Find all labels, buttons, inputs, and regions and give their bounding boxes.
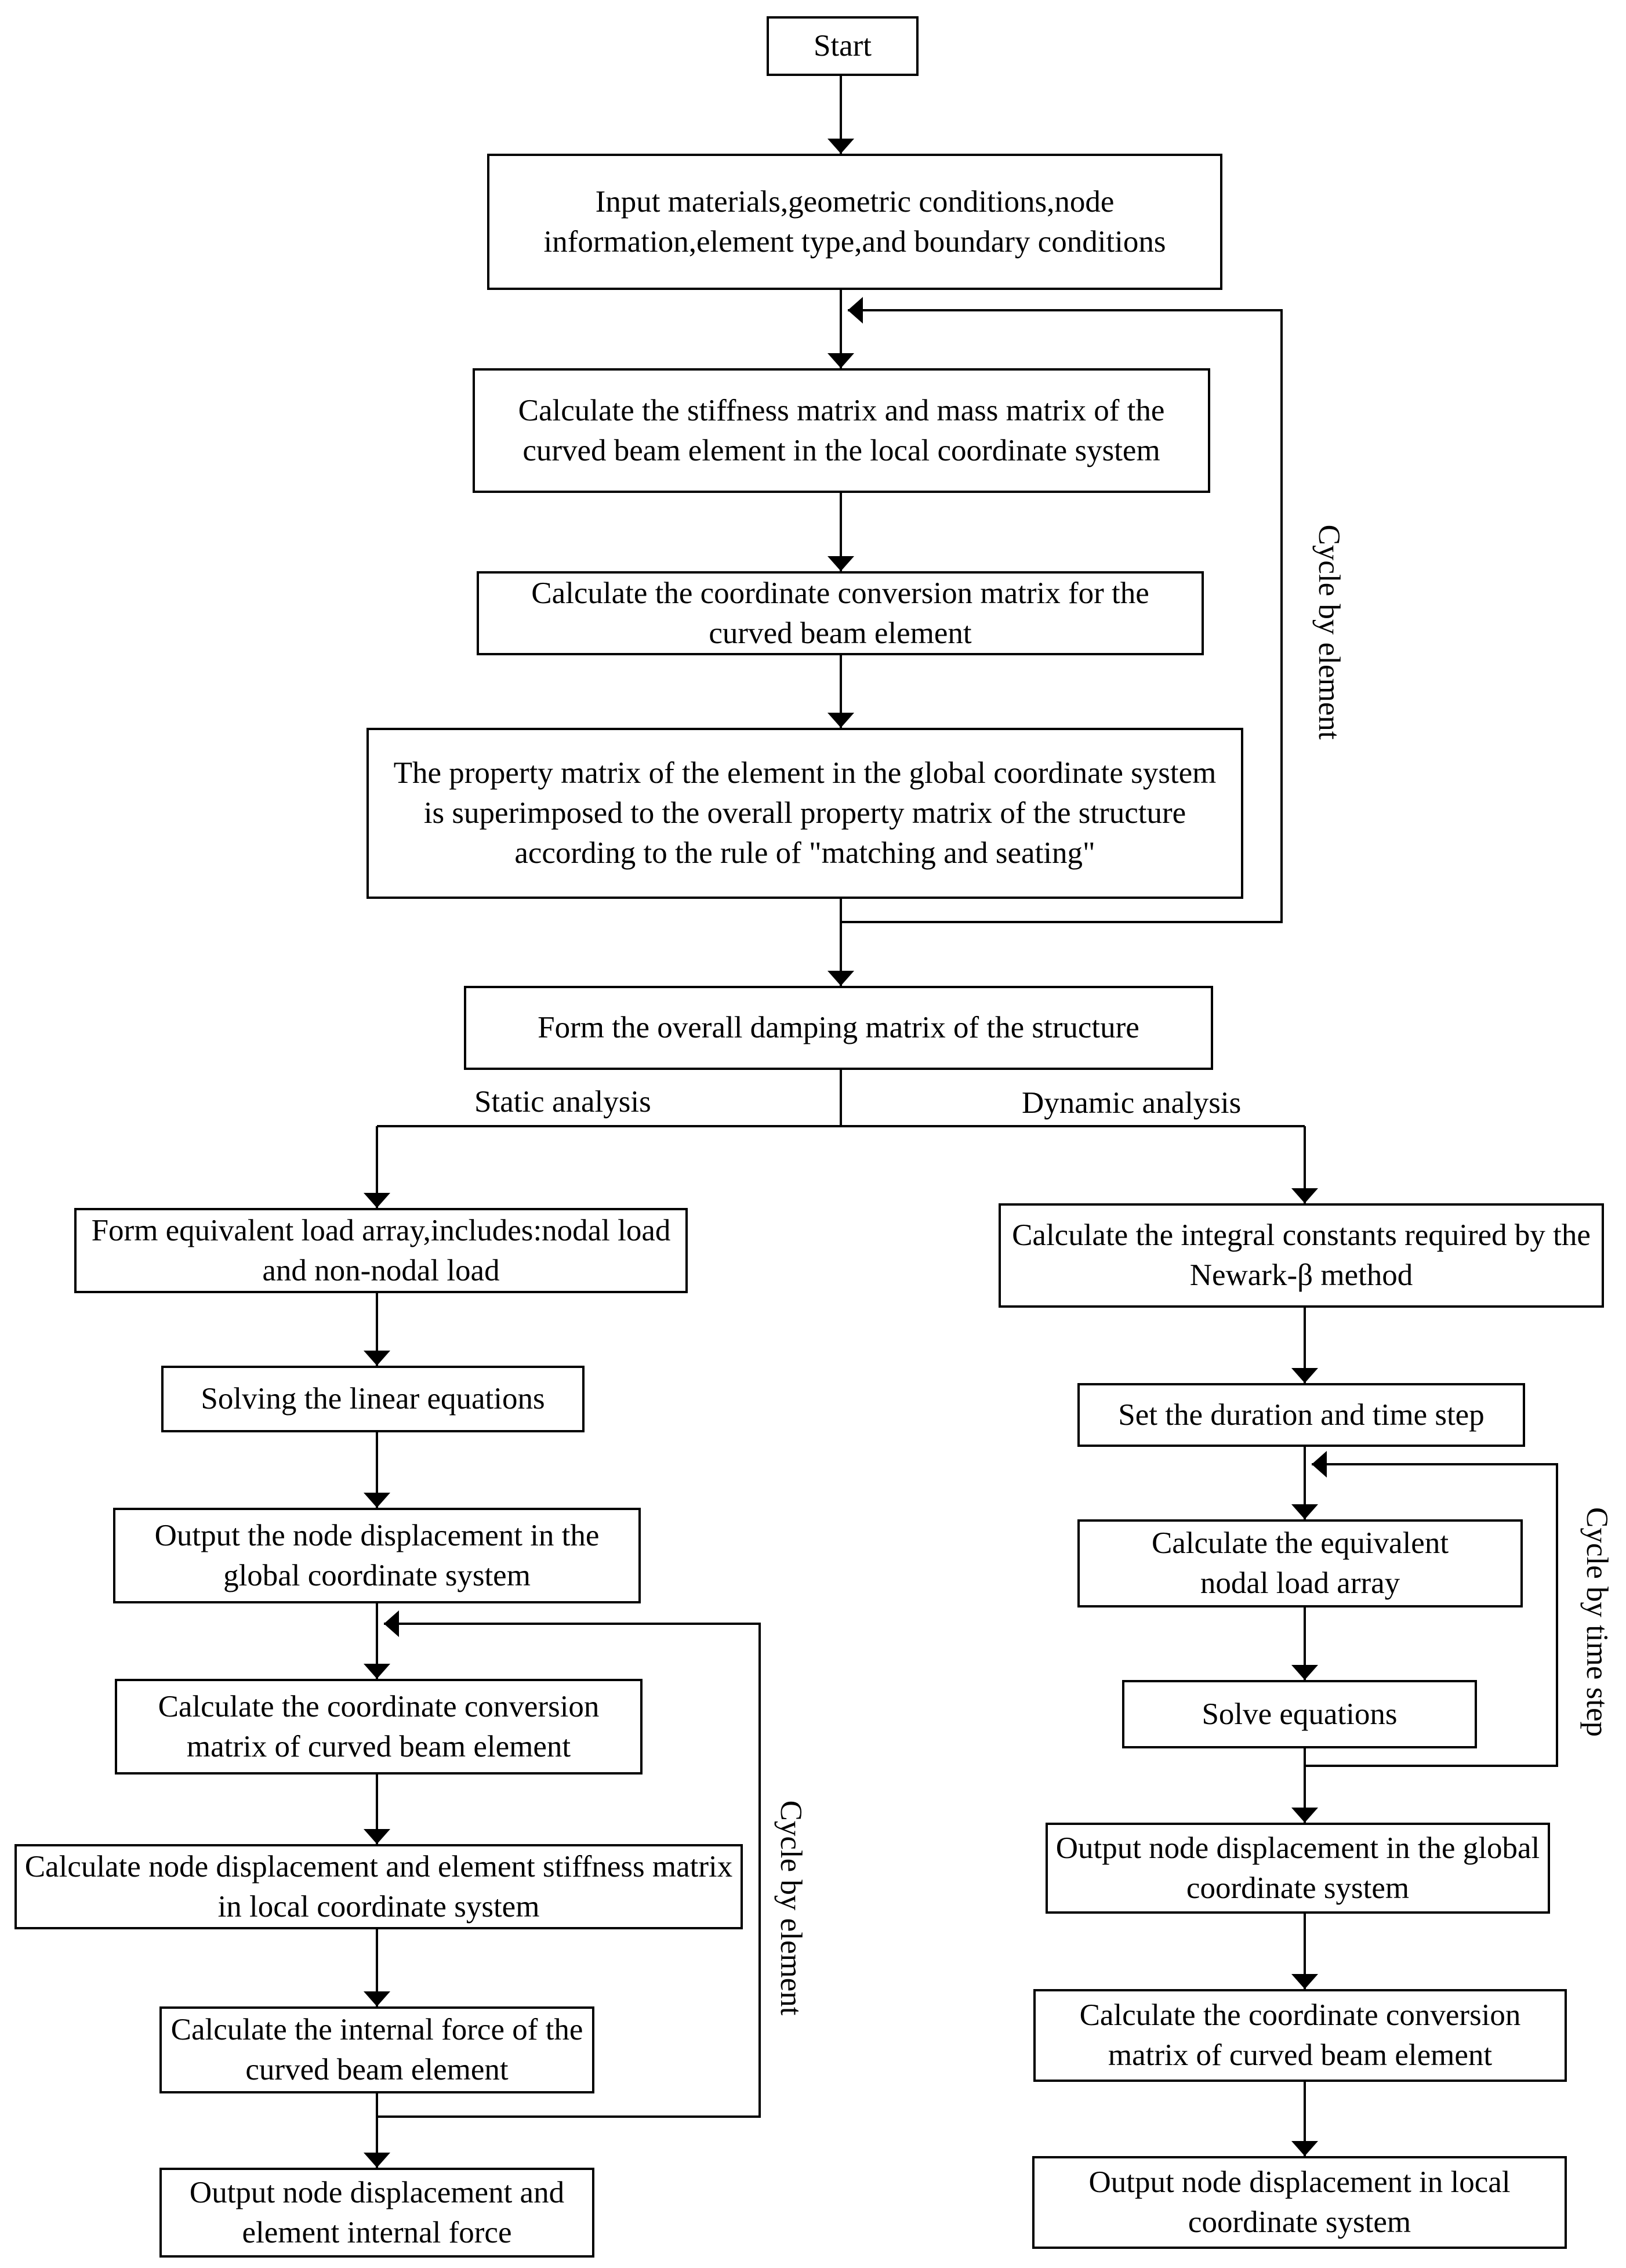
node-static-solve-text: Solving the linear equations bbox=[201, 1382, 545, 1416]
label-static-analysis: Static analysis bbox=[474, 1085, 651, 1119]
node-conversion-text: Calculate the coordinate conversion matr… bbox=[531, 576, 1149, 650]
node-dynamic-output-local: Output node displacement in local coordi… bbox=[1032, 2156, 1567, 2249]
node-static-internal-force-text: Calculate the internal force of the curv… bbox=[170, 2013, 583, 2086]
node-static-local: Calculate node displacement and element … bbox=[14, 1844, 743, 1929]
node-coordinate-conversion: Calculate the coordinate conversion matr… bbox=[477, 571, 1204, 655]
node-dynamic-output-local-text: Output node displacement in local coordi… bbox=[1088, 2165, 1511, 2239]
node-dynamic-duration: Set the duration and time step bbox=[1077, 1383, 1525, 1447]
node-damping-text: Form the overall damping matrix of the s… bbox=[538, 1011, 1139, 1044]
node-static-load-text: Form equivalent load array,includes:noda… bbox=[91, 1213, 671, 1287]
node-stiffness-matrix: Calculate the stiffness matrix and mass … bbox=[473, 368, 1210, 493]
node-dynamic-constants-text: Calculate the integral constants require… bbox=[1012, 1218, 1591, 1292]
loop-cycle-time-step bbox=[1305, 1451, 1558, 1767]
node-start: Start bbox=[767, 16, 919, 76]
loop-cycle-element-left bbox=[377, 1610, 761, 2118]
node-static-output-final-text: Output node displacement and element int… bbox=[189, 2175, 565, 2249]
node-static-conversion: Calculate the coordinate conversion matr… bbox=[115, 1679, 643, 1775]
label-cycle-by-element-top: Cycle by element bbox=[1312, 524, 1346, 740]
node-dynamic-output-global-text: Output node displacement in the global c… bbox=[1055, 1831, 1540, 1905]
node-property-matrix: The property matrix of the element in th… bbox=[366, 728, 1243, 899]
label-cycle-by-time-step: Cycle by time step bbox=[1580, 1507, 1614, 1737]
node-dynamic-constants: Calculate the integral constants require… bbox=[999, 1203, 1604, 1308]
node-static-output-global: Output the node displacement in the glob… bbox=[113, 1508, 641, 1603]
label-cycle-by-element-left: Cycle by element bbox=[774, 1800, 808, 2016]
node-dynamic-nodal-load: Calculate the equivalent nodal load arra… bbox=[1077, 1519, 1523, 1607]
node-dynamic-duration-text: Set the duration and time step bbox=[1118, 1398, 1485, 1432]
node-static-output-final: Output node displacement and element int… bbox=[159, 2168, 594, 2258]
node-dynamic-solve: Solve equations bbox=[1122, 1680, 1477, 1748]
node-property-text: The property matrix of the element in th… bbox=[393, 756, 1217, 870]
node-damping-matrix: Form the overall damping matrix of the s… bbox=[464, 986, 1213, 1070]
node-dynamic-output-global: Output node displacement in the global c… bbox=[1046, 1823, 1550, 1914]
node-dynamic-conversion: Calculate the coordinate conversion matr… bbox=[1033, 1989, 1567, 2082]
node-static-solve: Solving the linear equations bbox=[161, 1366, 585, 1432]
loop-cycle-element-top bbox=[841, 297, 1283, 923]
node-input-text: Input materials,geometric conditions,nod… bbox=[543, 184, 1166, 259]
node-static-internal-force: Calculate the internal force of the curv… bbox=[159, 2006, 594, 2093]
node-static-conversion-text: Calculate the coordinate conversion matr… bbox=[158, 1689, 600, 1763]
node-dynamic-conversion-text: Calculate the coordinate conversion matr… bbox=[1079, 1998, 1521, 2072]
node-input: Input materials,geometric conditions,nod… bbox=[487, 154, 1222, 290]
node-dynamic-solve-text: Solve equations bbox=[1202, 1697, 1398, 1731]
label-dynamic-analysis: Dynamic analysis bbox=[1022, 1086, 1242, 1120]
node-dynamic-nodal-load-text: Calculate the equivalent nodal load arra… bbox=[1151, 1526, 1449, 1600]
node-start-text: Start bbox=[813, 29, 872, 63]
node-stiffness-text: Calculate the stiffness matrix and mass … bbox=[518, 393, 1165, 467]
node-static-local-text: Calculate node displacement and element … bbox=[24, 1849, 733, 1924]
node-static-output-global-text: Output the node displacement in the glob… bbox=[154, 1518, 600, 1592]
node-static-load-array: Form equivalent load array,includes:noda… bbox=[74, 1208, 688, 1293]
